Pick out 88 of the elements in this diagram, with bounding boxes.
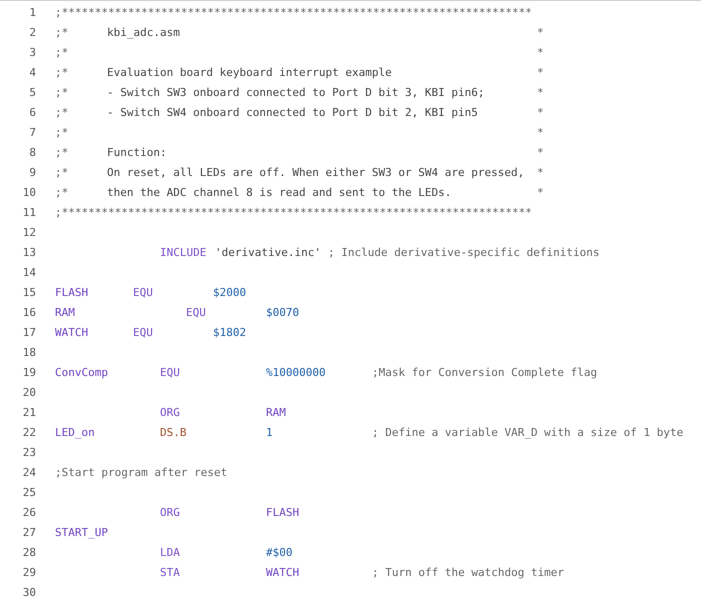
code-keyword: INCLUDE [160, 246, 206, 260]
code-comment: ;* [55, 66, 68, 80]
code-identifier: LED_on [55, 426, 95, 440]
code-identifier: START_UP [55, 526, 108, 540]
code-value: #$00 [266, 546, 292, 560]
code-comment: ; Include derivative-specific definitions [328, 246, 600, 260]
code-comment: * [537, 106, 544, 120]
code-keyword: EQU [133, 286, 153, 300]
code-identifier: WATCH [266, 566, 300, 580]
code-text: then the ADC channel 8 is read and sent to the LEDs. [107, 186, 452, 200]
code-comment: * [537, 166, 544, 180]
code-identifier: WATCH [55, 326, 88, 340]
line-number: 28 [22, 546, 36, 560]
line-number: 4 [28, 66, 36, 80]
code-comment: * [537, 46, 544, 60]
code-comment: ;Mask for Conversion Complete flag [372, 366, 598, 380]
line-number: 29 [22, 566, 36, 580]
line-number: 16 [22, 306, 36, 320]
code-identifier: RAM [266, 406, 286, 420]
line-number: 9 [28, 166, 36, 180]
line-number: 20 [22, 386, 36, 400]
code-comment: ;* [55, 126, 68, 140]
code-keyword: ORG [160, 406, 180, 420]
line-number: 21 [22, 406, 36, 420]
code-comment: ;* [55, 166, 68, 180]
line-number: 13 [22, 246, 36, 260]
code-text: kbi_adc.asm [107, 26, 180, 40]
code-text: Function: [107, 146, 167, 160]
code-value: %10000000 [266, 366, 326, 380]
line-number: 14 [22, 266, 36, 280]
code-comment: ;Start program after reset [55, 466, 228, 480]
code-comment: ;*********************************************************************** [55, 6, 532, 20]
code-keyword: EQU [133, 326, 153, 340]
code-value: 1 [266, 426, 273, 440]
code-comment: ;* [55, 46, 68, 60]
line-number: 8 [28, 146, 36, 160]
code-directive: DS.B [160, 426, 186, 440]
code-comment: ;* [55, 106, 68, 120]
code-text: 'derivative.inc' [215, 246, 321, 260]
code-comment: * [537, 66, 544, 80]
line-number: 12 [22, 226, 36, 240]
code-text: - Switch SW4 onboard connected to Port D bit 2, KBI pin5 [107, 106, 478, 120]
code-comment: * [537, 126, 544, 140]
code-keyword: STA [160, 566, 180, 580]
code-comment: ;* [55, 186, 68, 200]
code-keyword: EQU [186, 306, 206, 320]
code-comment: ;* [55, 26, 68, 40]
code-comment: * [537, 86, 544, 100]
line-number: 5 [28, 86, 36, 100]
code-value: $1802 [213, 326, 246, 340]
code-identifier: FLASH [266, 506, 300, 520]
line-number: 25 [22, 486, 36, 500]
code-comment: * [537, 186, 544, 200]
code-keyword: EQU [160, 366, 180, 380]
line-number: 26 [22, 506, 36, 520]
code-comment: ;* [55, 146, 68, 160]
line-number: 27 [22, 526, 36, 540]
code-keyword: ORG [160, 506, 180, 520]
code-text: - Switch SW3 onboard connected to Port D bit 3, KBI pin6; [107, 86, 484, 100]
line-number: 7 [28, 126, 36, 140]
line-number: 6 [28, 106, 36, 120]
line-number: 17 [22, 326, 36, 340]
line-number: 1 [28, 6, 36, 20]
code-text: On reset, all LEDs are off. When either SW3 or SW4 are pressed, [107, 166, 524, 180]
code-identifier: RAM [55, 306, 75, 320]
code-comment: ;*********************************************************************** [55, 206, 532, 220]
code-identifier: FLASH [55, 286, 88, 300]
code-identifier: ConvComp [55, 366, 108, 380]
line-number: 30 [22, 586, 36, 600]
line-number: 24 [22, 466, 36, 480]
line-number: 15 [22, 286, 36, 300]
line-number: 18 [22, 346, 36, 360]
code-comment: ; Turn off the watchdog timer [372, 566, 564, 580]
line-number: 11 [22, 206, 36, 220]
line-number: 10 [22, 186, 36, 200]
code-comment: * [537, 146, 544, 160]
code-comment: ;* [55, 86, 68, 100]
code-keyword: LDA [160, 546, 180, 560]
code-text: Evaluation board keyboard interrupt example [107, 66, 392, 80]
line-number: 22 [22, 426, 36, 440]
line-number: 2 [28, 26, 36, 40]
code-comment: * [537, 26, 544, 40]
line-number: 19 [22, 366, 36, 380]
line-number: 3 [28, 46, 36, 60]
code-value: $0070 [266, 306, 300, 320]
code-comment: ; Define a variable VAR_D with a size of 1 byte [372, 426, 684, 440]
line-number: 23 [22, 446, 36, 460]
code-value: $2000 [213, 286, 246, 300]
